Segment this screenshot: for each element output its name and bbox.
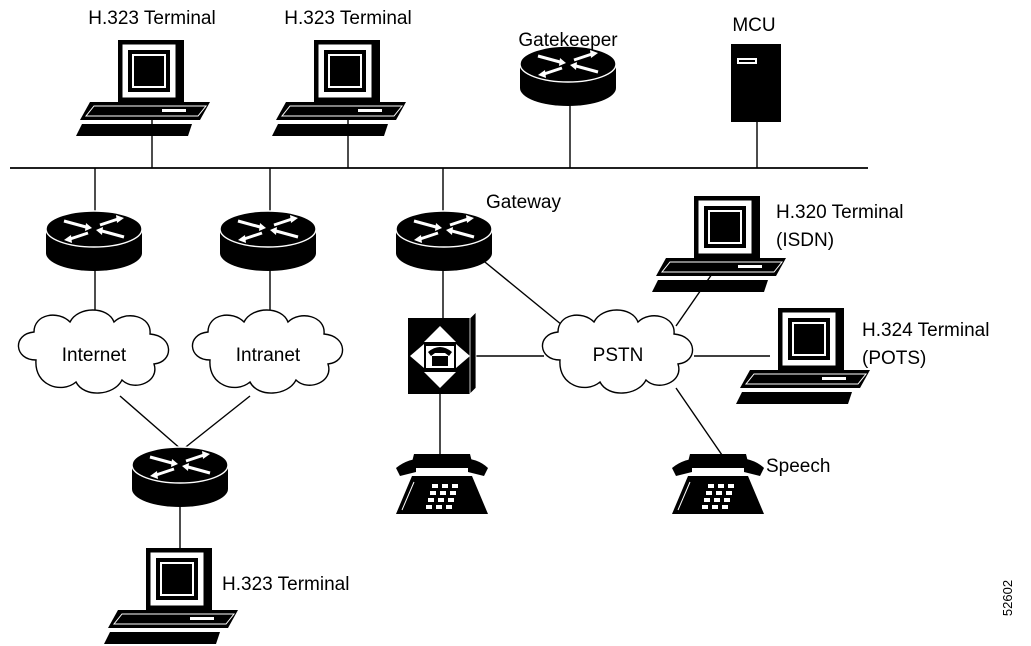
h324-sublabel: (POTS) bbox=[862, 348, 926, 369]
internet-cloud: Internet bbox=[17, 309, 170, 394]
figure-id: 52602 bbox=[1000, 580, 1015, 616]
telephone-icon bbox=[395, 453, 489, 515]
terminal-label: H.323 Terminal bbox=[88, 8, 215, 29]
terminal-label: H.323 Terminal bbox=[222, 574, 349, 595]
h323-terminal-bottom: H.323 Terminal bbox=[103, 547, 349, 645]
router-icon bbox=[218, 209, 318, 273]
computer-terminal-icon bbox=[75, 39, 211, 137]
mcu: MCU bbox=[731, 15, 781, 122]
internet-label: Internet bbox=[62, 345, 127, 366]
gateway-label: Gateway bbox=[486, 192, 561, 213]
gateway: Gateway bbox=[394, 192, 561, 273]
connection-lines bbox=[10, 95, 868, 560]
router-icon bbox=[518, 44, 618, 108]
speech-label: Speech bbox=[766, 456, 830, 477]
computer-terminal-icon bbox=[103, 547, 239, 645]
h320-terminal: H.320 Terminal (ISDN) bbox=[651, 195, 903, 293]
router-icon bbox=[130, 445, 230, 509]
speech-phone: Speech bbox=[671, 453, 830, 515]
voice-switch-icon bbox=[408, 311, 477, 395]
gatekeeper: Gatekeeper bbox=[518, 30, 618, 108]
telephone-icon bbox=[671, 453, 765, 515]
pstn-label: PSTN bbox=[593, 345, 644, 366]
h323-terminal-top-left: H.323 Terminal bbox=[75, 8, 216, 137]
link-pstn-speech-phone bbox=[675, 387, 723, 456]
intranet-cloud: Intranet bbox=[191, 309, 344, 394]
terminal-label: H.323 Terminal bbox=[284, 8, 411, 29]
h320-sublabel: (ISDN) bbox=[776, 230, 834, 251]
h323-terminal-top-mid: H.323 Terminal bbox=[271, 8, 412, 137]
mcu-label: MCU bbox=[732, 15, 775, 36]
gatekeeper-label: Gatekeeper bbox=[518, 30, 618, 51]
h324-terminal: H.324 Terminal (POTS) bbox=[735, 307, 989, 405]
link-gateway-pstn bbox=[479, 257, 563, 326]
computer-terminal-icon bbox=[651, 195, 787, 293]
intranet-label: Intranet bbox=[236, 345, 301, 366]
server-tower-icon bbox=[731, 44, 781, 122]
h324-label: H.324 Terminal bbox=[862, 320, 989, 341]
computer-terminal-icon bbox=[271, 39, 407, 137]
link-intranet-router3 bbox=[181, 395, 251, 451]
router-icon bbox=[394, 209, 494, 273]
router-icon bbox=[44, 209, 144, 273]
h320-label: H.320 Terminal bbox=[776, 202, 903, 223]
pstn-cloud: PSTN bbox=[541, 309, 694, 394]
link-internet-router3 bbox=[119, 395, 183, 451]
